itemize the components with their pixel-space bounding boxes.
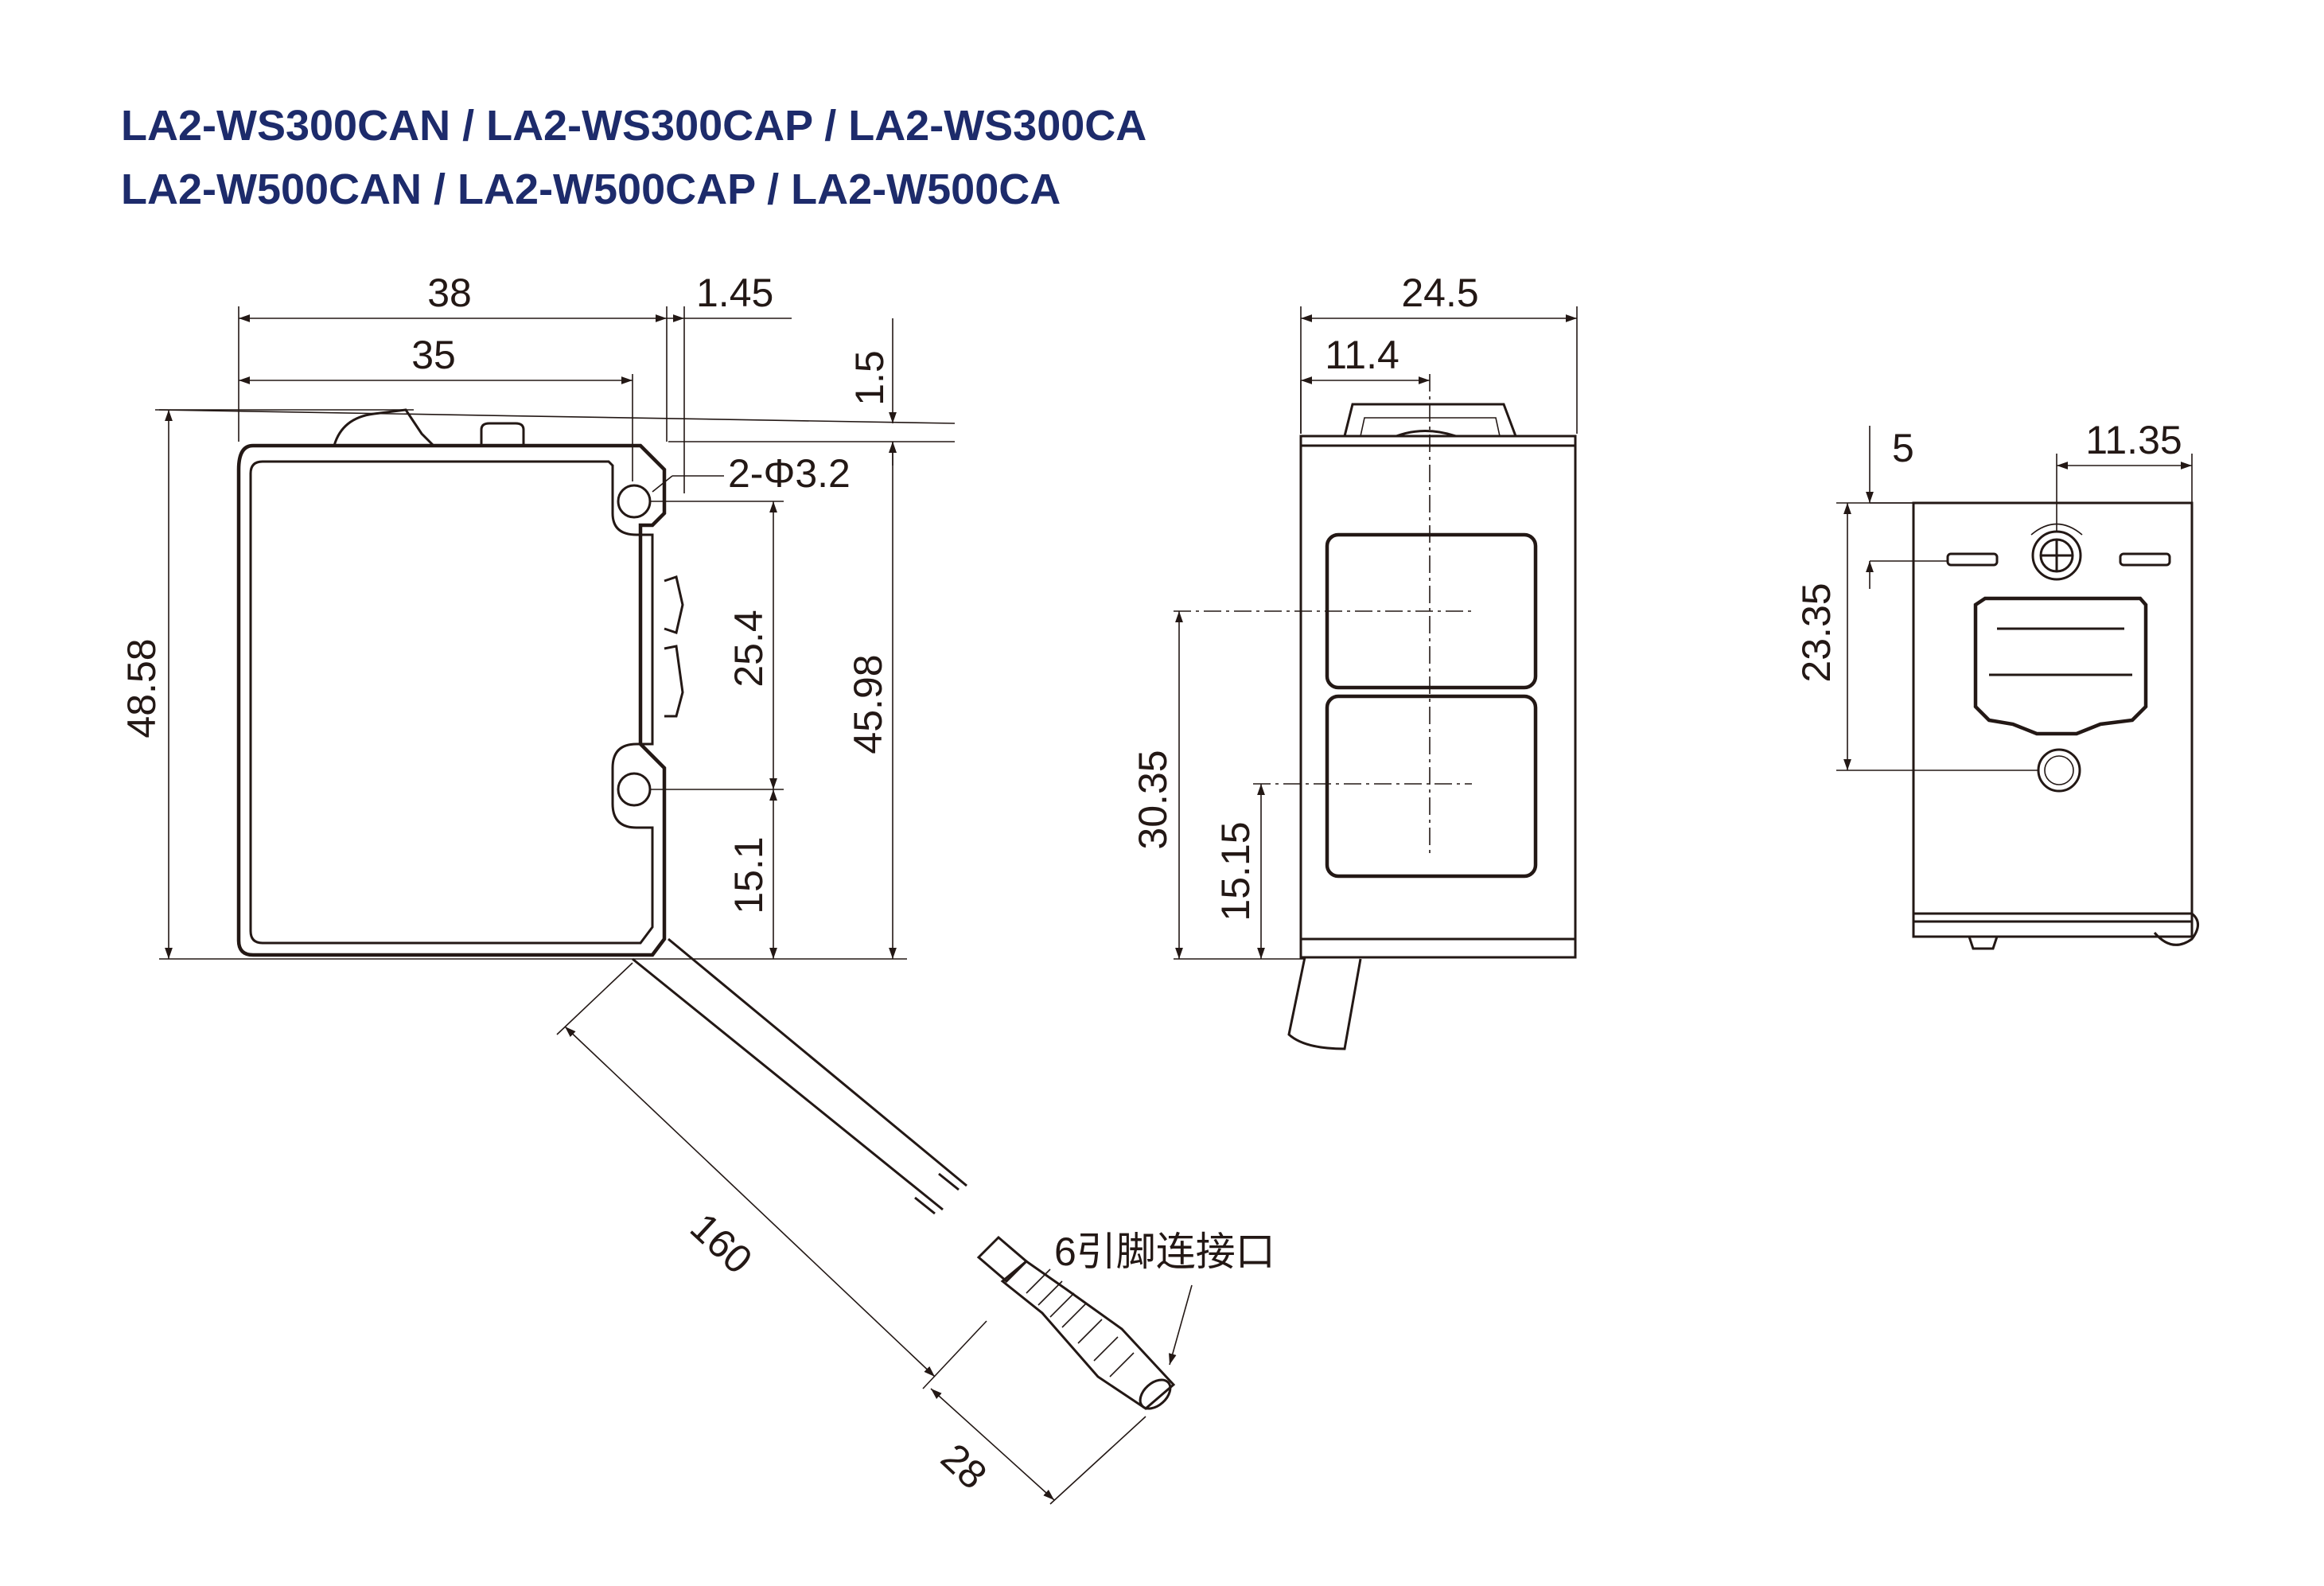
- front-inner-panel: [249, 460, 654, 945]
- dim-front-hole-label: 2-Φ3.2: [728, 451, 851, 496]
- side-view: 24.5 11.4 30.35 15.15: [1131, 271, 1578, 1050]
- dim-front-25-4: 25.4: [726, 610, 771, 687]
- side-lower-lens: [1325, 694, 1538, 879]
- side-top-cap: [1343, 403, 1517, 437]
- model-titles: LA2-WS300CAN / LA2-WS300CAP / LA2-WS300C…: [121, 94, 1146, 221]
- front-top-knob: [480, 422, 525, 446]
- dim-front-width-35: 35: [411, 333, 456, 377]
- dim-connector-28: 28: [932, 1435, 995, 1498]
- dim-front-15-1: 15.1: [726, 836, 771, 914]
- dim-front-1-45: 1.45: [696, 271, 773, 315]
- rear-view: 5 11.35 23.35: [1794, 418, 2199, 950]
- front-side-knob-lower: [664, 645, 684, 718]
- front-side-knob-upper: [664, 575, 684, 634]
- side-housing-outline: [1299, 434, 1577, 959]
- rear-slot-right: [2119, 552, 2171, 567]
- front-mounting-hole-lower: [617, 772, 652, 807]
- side-dimension-lines: [1174, 306, 1578, 960]
- rear-housing-outline: [1912, 501, 2194, 938]
- dim-front-width-38: 38: [427, 271, 472, 315]
- dim-side-30-35: 30.35: [1131, 750, 1175, 849]
- front-top-bump: [333, 408, 435, 447]
- dim-side-24-5: 24.5: [1401, 271, 1478, 315]
- front-dimension-lines: [155, 306, 1193, 1505]
- dim-front-48-58: 48.58: [119, 638, 164, 738]
- side-cable: [1287, 957, 1362, 1050]
- title-line-2: LA2-W500CAN / LA2-W500CAP / LA2-W500CA: [121, 166, 1061, 213]
- rear-slot-left: [1946, 552, 1999, 567]
- title-line-1: LA2-WS300CAN / LA2-WS300CAP / LA2-WS300C…: [121, 102, 1147, 150]
- dim-cable-160: 160: [682, 1205, 761, 1283]
- dim-rear-5: 5: [1892, 426, 1914, 470]
- dim-side-11-4: 11.4: [1325, 333, 1399, 377]
- dim-front-45-98: 45.98: [846, 654, 890, 754]
- dim-rear-11-35: 11.35: [2085, 418, 2182, 462]
- connector: [976, 1235, 1176, 1410]
- connector-label: 6引脚连接口: [1054, 1229, 1275, 1274]
- rear-display-window: [1973, 596, 2148, 736]
- rear-bottom-feet: [1968, 912, 2199, 950]
- dim-rear-23-35: 23.35: [1794, 583, 1839, 682]
- dim-side-15-15: 15.15: [1213, 821, 1258, 921]
- front-mounting-hole-upper: [617, 484, 652, 519]
- cable: [632, 937, 967, 1211]
- rear-adjust-screw: [2030, 523, 2083, 581]
- front-housing-outline: [236, 443, 667, 957]
- rear-dimension-lines: [1836, 426, 2193, 771]
- front-view: 38 35 1.45 1.5 2-Φ3.2 48.58 25.4 45.98 1…: [119, 271, 1275, 1505]
- dim-front-1-5: 1.5: [847, 350, 892, 406]
